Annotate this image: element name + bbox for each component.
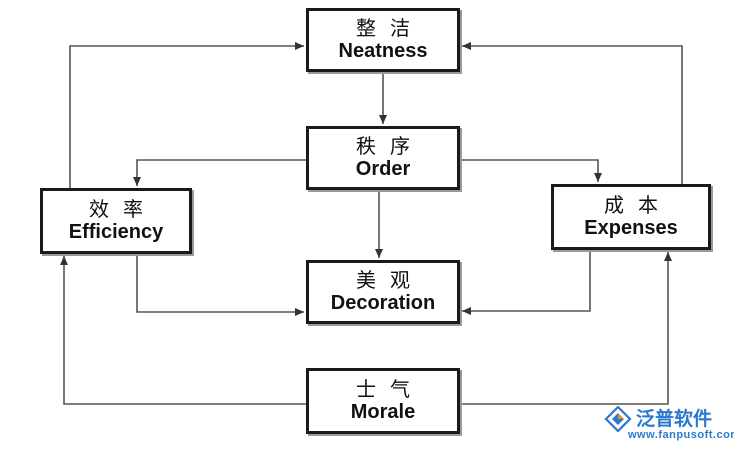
node-morale: 士气 Morale: [306, 368, 460, 434]
edge-order-to-expenses: [460, 159, 602, 182]
fanpu-logo-icon: [604, 406, 632, 432]
node-morale-en: Morale: [350, 401, 416, 423]
node-neatness-cn: 整洁: [356, 16, 424, 40]
edge-morale-to-efficiency: [60, 256, 306, 405]
edge-expenses-to-neatness: [462, 42, 683, 184]
node-efficiency-cn: 效率: [89, 197, 157, 221]
edge-order-to-efficiency: [133, 159, 306, 186]
edge-expenses-to-decoration: [462, 250, 591, 315]
node-efficiency: 效率 Efficiency: [40, 188, 192, 254]
node-neatness-en: Neatness: [338, 40, 428, 62]
node-expenses-cn: 成本: [604, 193, 672, 217]
node-decoration-en: Decoration: [330, 292, 436, 314]
node-efficiency-en: Efficiency: [68, 221, 164, 243]
node-order-en: Order: [355, 158, 411, 180]
edge-efficiency-to-neatness: [69, 42, 304, 188]
node-decoration-cn: 美观: [356, 268, 424, 292]
watermark-url: www.fanpusoft.com: [628, 429, 734, 441]
node-expenses-en: Expenses: [584, 217, 678, 239]
node-order-cn: 秩序: [356, 134, 424, 158]
edge-efficiency-to-decoration: [136, 254, 304, 316]
watermark: 泛普软件 www.fanpusoft.com: [604, 402, 734, 446]
edge-morale-to-expenses: [460, 252, 672, 405]
node-decoration: 美观 Decoration: [306, 260, 460, 324]
node-morale-cn: 士气: [356, 377, 424, 401]
node-order: 秩序 Order: [306, 126, 460, 190]
node-neatness: 整洁 Neatness: [306, 8, 460, 72]
node-expenses: 成本 Expenses: [551, 184, 711, 250]
watermark-brand: 泛普软件: [636, 408, 713, 430]
